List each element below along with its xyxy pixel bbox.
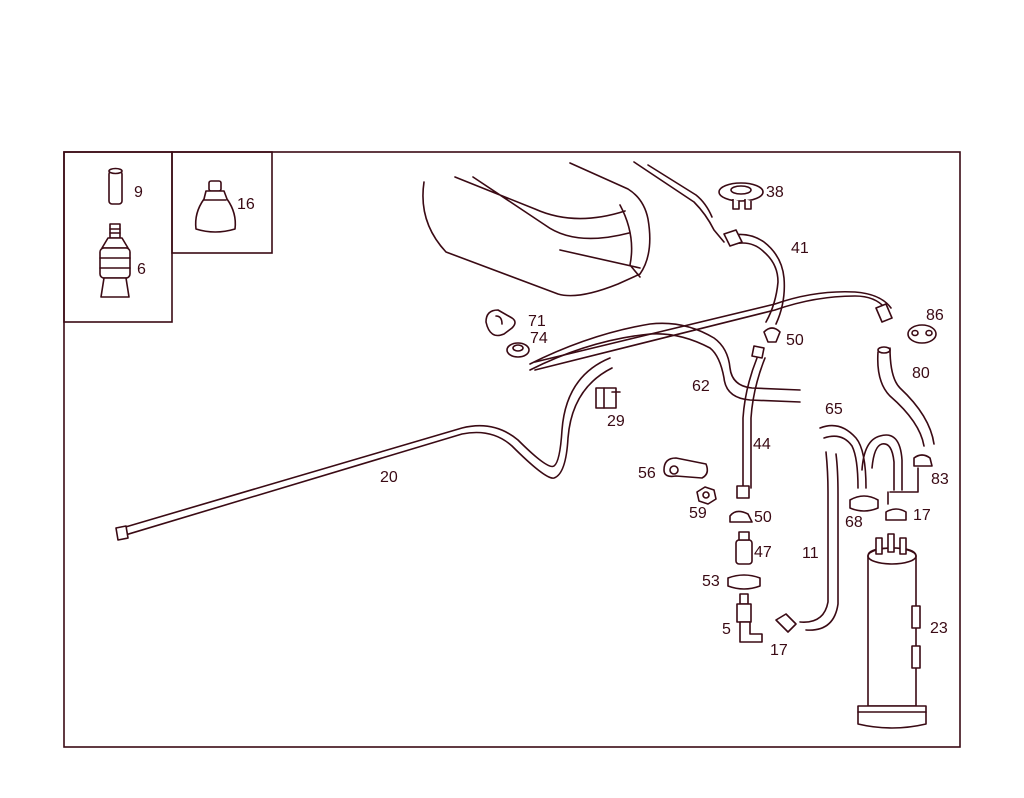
label-23: 23	[930, 620, 948, 637]
label-44: 44	[753, 436, 771, 453]
part-53-clamp	[727, 574, 761, 590]
part-23-canister	[857, 533, 927, 729]
part-29-clip	[595, 387, 621, 409]
pipe-44	[742, 357, 766, 489]
label-53: 53	[702, 573, 720, 590]
part-83-clamp	[913, 454, 933, 467]
leader-83	[887, 467, 919, 505]
label-56: 56	[638, 465, 656, 482]
label-41: 41	[791, 240, 809, 257]
label-47: 47	[754, 544, 772, 561]
label-17-lower: 17	[770, 642, 788, 659]
line-20-end	[115, 525, 129, 541]
label-5: 5	[722, 621, 731, 638]
part-16-boot	[194, 180, 237, 233]
main-frame	[63, 151, 961, 748]
part-50-clamp-lower	[729, 510, 753, 523]
label-83: 83	[931, 471, 949, 488]
hose-80	[876, 347, 935, 447]
hose-41	[727, 233, 786, 325]
part-6-valve	[99, 223, 131, 298]
label-74: 74	[530, 330, 548, 347]
inset-frame-mid	[171, 151, 273, 254]
hose-41-fitting	[723, 229, 743, 247]
fuel-tank	[422, 161, 725, 297]
hose-65	[819, 424, 867, 489]
label-11: 11	[802, 545, 819, 562]
part-71-clip	[485, 309, 516, 337]
part-86-grommet	[907, 324, 937, 344]
part-17-clamp-upper	[885, 508, 907, 521]
pipe-44-fitting-bottom	[736, 485, 750, 499]
label-17-upper: 17	[913, 507, 931, 524]
label-38: 38	[766, 184, 784, 201]
line-62	[529, 322, 801, 403]
part-68-clamp	[849, 495, 879, 512]
label-86: 86	[926, 307, 944, 324]
hose-65b	[861, 434, 903, 491]
label-68: 68	[845, 514, 863, 531]
part-56-clamp	[663, 457, 709, 479]
label-65: 65	[825, 401, 843, 418]
label-59: 59	[689, 505, 707, 522]
label-71: 71	[528, 313, 546, 330]
part-9-tube	[108, 167, 123, 205]
part-59-nut	[696, 486, 717, 505]
hose-11	[799, 451, 839, 631]
line-top-fitting	[875, 303, 893, 323]
pipe-44-fitting-top	[751, 345, 765, 359]
part-5-fitting	[736, 593, 763, 643]
label-62: 62	[692, 378, 710, 395]
label-20: 20	[380, 469, 398, 486]
part-38-cap	[718, 182, 764, 210]
line-20	[121, 357, 613, 537]
label-50-lower: 50	[754, 509, 772, 526]
label-16: 16	[237, 196, 255, 213]
label-80: 80	[912, 365, 930, 382]
label-50-upper: 50	[786, 332, 804, 349]
part-50-clamp-upper	[763, 327, 781, 343]
line-top	[534, 290, 892, 371]
part-74-grommet	[506, 342, 530, 358]
label-9: 9	[134, 184, 143, 201]
hose-80-end	[877, 346, 891, 354]
label-29: 29	[607, 413, 625, 430]
label-6: 6	[137, 261, 146, 278]
part-17-clamp-lower-shape	[775, 613, 797, 633]
part-47	[735, 531, 753, 565]
